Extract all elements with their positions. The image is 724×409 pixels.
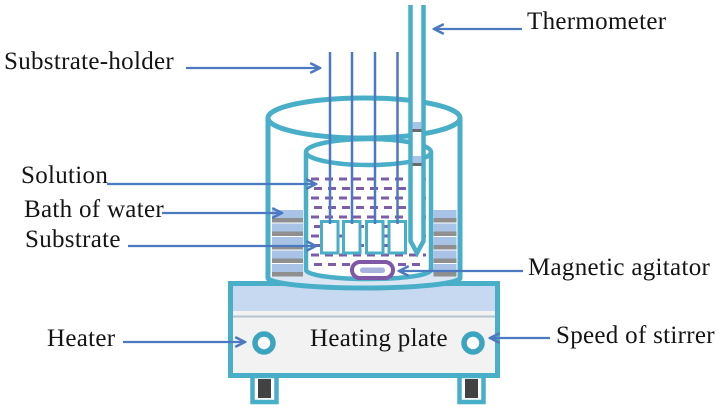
annotation-arrows <box>107 29 550 342</box>
thermometer-mark <box>412 122 422 129</box>
heater-knob <box>252 331 276 355</box>
thermometer-mark <box>412 129 422 132</box>
substrate-label: Substrate <box>25 226 121 253</box>
thermometer-mark <box>412 156 422 163</box>
substrate-holder-label: Substrate-holder <box>4 48 175 75</box>
stirrer-speed-knob <box>461 331 485 355</box>
substrate-plate <box>342 220 362 255</box>
plate-foot-left <box>250 373 279 405</box>
magnetic-agitator-label: Magnetic agitator <box>528 254 711 281</box>
heater-label: Heater <box>47 325 116 352</box>
solution-label: Solution <box>21 162 109 189</box>
plate-foot-right <box>457 373 486 405</box>
substrate-plate <box>387 220 407 255</box>
bath-of-water-label: Bath of water <box>24 196 164 223</box>
substrate-plate <box>320 220 340 255</box>
magnetic-agitator-bar <box>350 260 395 280</box>
speed-of-stirrer-label: Speed of stirrer <box>556 322 715 349</box>
heating-plate-label: Heating plate <box>310 325 448 352</box>
thermometer-label: Thermometer <box>527 8 667 35</box>
substrate-plate <box>365 220 385 255</box>
thermometer-tube <box>408 5 426 258</box>
thermometer-mark <box>412 163 422 166</box>
substrate-holder-rods <box>328 52 399 224</box>
water-bath-bands <box>272 210 457 277</box>
